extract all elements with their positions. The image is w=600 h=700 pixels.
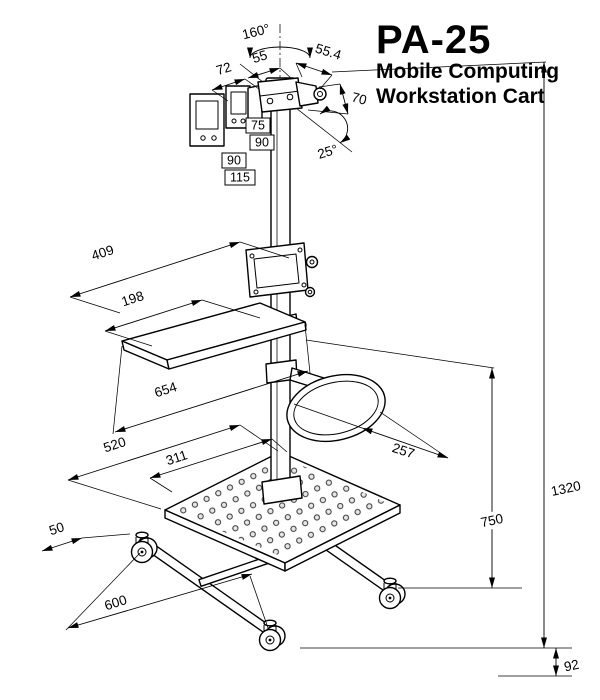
- dim-92: 92: [563, 657, 581, 675]
- dim-1320: 1320: [550, 478, 583, 499]
- product-subtitle-line1: Mobile Computing: [376, 60, 560, 83]
- vesa-size-labels: 75 90 90 115: [221, 117, 275, 186]
- dim-311: 311: [164, 447, 189, 468]
- base-plate-holes: [172, 456, 392, 558]
- vesa-knob-bottom: [304, 286, 316, 298]
- dim-600: 600: [103, 592, 129, 613]
- vesa-plate-detached: [189, 93, 225, 147]
- head-arm: [295, 81, 319, 107]
- vesa-knob-top: [305, 255, 319, 269]
- dimensions: 72 55 55.4 70 160° 25° 409 198: [41, 21, 587, 677]
- dim-520: 520: [102, 434, 128, 455]
- product-subtitle-line2: Workstation Cart: [376, 84, 545, 108]
- dim-70: 70: [350, 89, 368, 107]
- vesa-bracket: [245, 242, 319, 298]
- dim-55-4: 55.4: [314, 41, 344, 63]
- product-model: PA-25: [376, 18, 492, 62]
- dim-55: 55: [250, 47, 269, 66]
- dim-198: 198: [120, 288, 146, 309]
- dim-750: 750: [479, 511, 504, 530]
- dim-25deg: 25°: [316, 142, 340, 162]
- dim-72: 72: [214, 59, 233, 78]
- pole-base-collar: [261, 475, 303, 505]
- monitor-head: [189, 24, 353, 153]
- dim-257: 257: [390, 440, 416, 461]
- keyboard-tray: [121, 302, 307, 370]
- label-plate-115: 115: [230, 171, 250, 185]
- title-block: PA-25 Mobile Computing Workstation Cart: [376, 20, 559, 110]
- tilt-arrow: [319, 105, 351, 144]
- base-plate: [164, 451, 401, 572]
- dim-409: 409: [90, 242, 116, 263]
- head-knob: [313, 87, 327, 101]
- rotation-arrow: [247, 46, 313, 59]
- dim-160deg: 160°: [241, 21, 272, 42]
- label-75: 75: [251, 119, 265, 133]
- dim-654: 654: [153, 379, 180, 400]
- label-90: 90: [255, 136, 269, 150]
- label-plate-90: 90: [227, 154, 241, 168]
- dim-50: 50: [47, 519, 66, 538]
